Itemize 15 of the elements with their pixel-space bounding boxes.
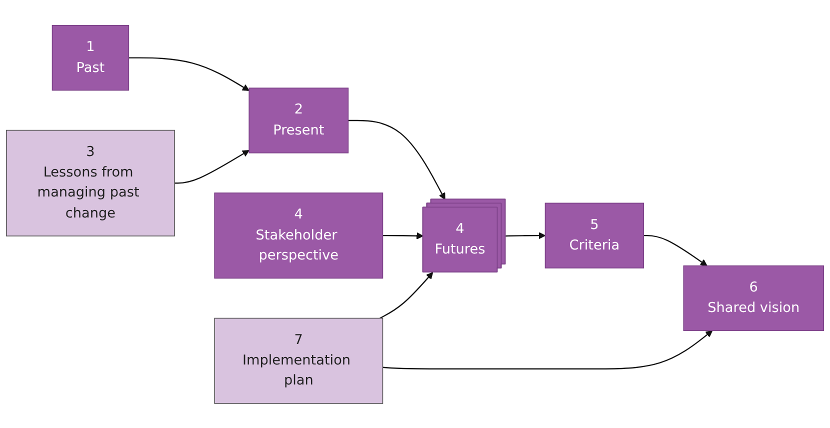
node-box: 6 Shared vision xyxy=(683,264,824,331)
arrow xyxy=(380,272,434,318)
arrow xyxy=(174,150,250,184)
node-box: 1 Past xyxy=(52,24,130,90)
node-box: 7 Implementation plan xyxy=(214,317,384,404)
arrow xyxy=(644,234,708,266)
node-box: 2 Present xyxy=(248,87,349,153)
node-box: 4 Stakeholder perspective xyxy=(214,192,384,278)
arrow xyxy=(382,330,713,370)
node-box: 3 Lessons from managing past change xyxy=(6,129,175,236)
arrow xyxy=(506,232,546,239)
arrow xyxy=(382,232,424,239)
arrow xyxy=(128,56,250,90)
arrow xyxy=(348,119,446,200)
node-box: 5 Criteria xyxy=(544,202,644,268)
